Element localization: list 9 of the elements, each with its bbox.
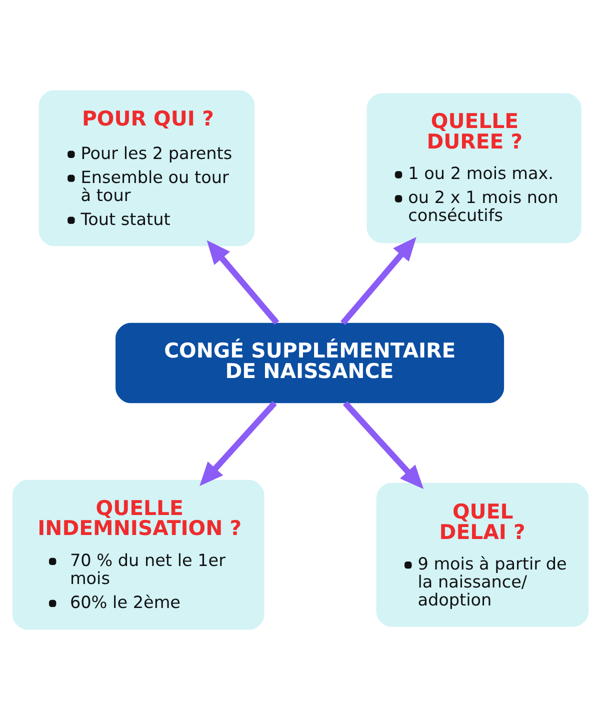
arrow [342,400,424,489]
node-box: QUELLE INDEMNISATION ? 70 % du net le 1er mois 60% le 2ème [12,479,264,630]
node-box: CONGÉ SUPPLÉMENTAIRE DE NAISSANCE [116,322,504,403]
arrow [200,400,277,486]
arrow [206,240,280,324]
node-box: QUELLE DUREE ? 1 ou 2 mois max. ou 2 x 1 mois non consécutifs [366,92,582,243]
node-box: QUEL DELAI ? 9 mois à partir de la naissance/ adoption [376,482,589,626]
arrow [340,236,416,325]
node-box: POUR QUI ? Pour les 2 parents Ensemble ou tour à tour Tout statut [38,90,255,246]
